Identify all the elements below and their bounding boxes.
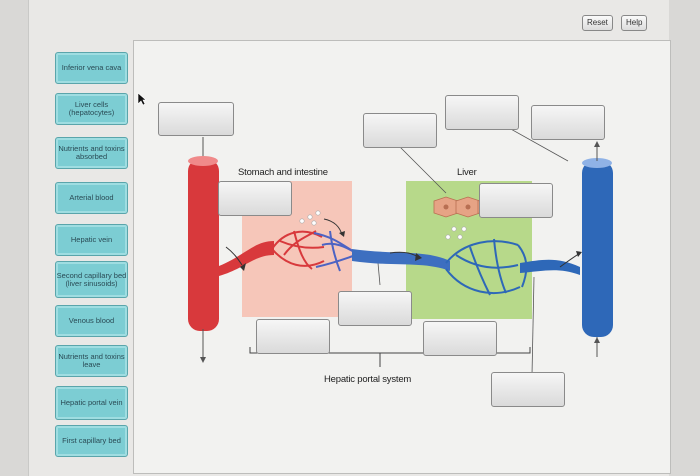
term-tile-second-capillary-bed[interactable]: Second capillary bed (liver sinusoids) — [55, 261, 128, 298]
term-tile-first-capillary-bed[interactable]: First capillary bed — [55, 425, 128, 457]
drop-target-2[interactable] — [363, 113, 437, 148]
help-button[interactable]: Help — [621, 15, 648, 31]
hepatic-portal-system-label: Hepatic portal system — [324, 374, 412, 385]
portal-system-bracket — [249, 347, 531, 354]
drop-target-8[interactable] — [256, 319, 330, 354]
mouse-cursor-icon — [137, 92, 147, 106]
diagram-area: Stomach and intestine Liver Hepatic port… — [133, 40, 671, 474]
term-tile-nutrients-absorbed[interactable]: Nutrients and toxins absorbed — [55, 137, 128, 169]
drop-target-1[interactable] — [158, 102, 234, 136]
term-tile-inferior-vena-cava[interactable]: Inferior vena cava — [55, 52, 128, 84]
toolbar: Reset Help — [29, 0, 669, 40]
second-capillary-bed — [445, 238, 528, 296]
drop-target-4[interactable] — [531, 105, 605, 140]
stomach-intestine-label: Stomach and intestine — [238, 167, 328, 178]
drop-target-7[interactable] — [338, 291, 412, 326]
drop-target-3[interactable] — [445, 95, 519, 130]
drop-target-9[interactable] — [423, 321, 497, 356]
term-tile-hepatic-portal-vein[interactable]: Hepatic portal vein — [55, 386, 128, 420]
term-tile-hepatic-vein[interactable]: Hepatic vein — [55, 224, 128, 256]
term-tile-nutrients-leave[interactable]: Nutrients and toxins leave — [55, 345, 128, 377]
drop-target-5[interactable] — [218, 181, 292, 216]
term-tile-venous-blood[interactable]: Venous blood — [55, 305, 128, 337]
vein-vessel — [582, 161, 613, 337]
term-tile-liver-cells[interactable]: Liver cells (hepatocytes) — [55, 93, 128, 125]
first-capillary-bed — [271, 230, 325, 270]
term-tile-arterial-blood[interactable]: Arterial blood — [55, 182, 128, 214]
drop-target-10[interactable] — [491, 372, 565, 407]
liver-label: Liver — [457, 167, 477, 178]
drop-target-6[interactable] — [479, 183, 553, 218]
activity-panel: Reset Help Inferior vena cava Liver cell… — [28, 0, 671, 476]
artery-vessel — [188, 159, 219, 331]
hepatic-portal-vein-vessel — [352, 249, 450, 271]
reset-button[interactable]: Reset — [582, 15, 613, 31]
